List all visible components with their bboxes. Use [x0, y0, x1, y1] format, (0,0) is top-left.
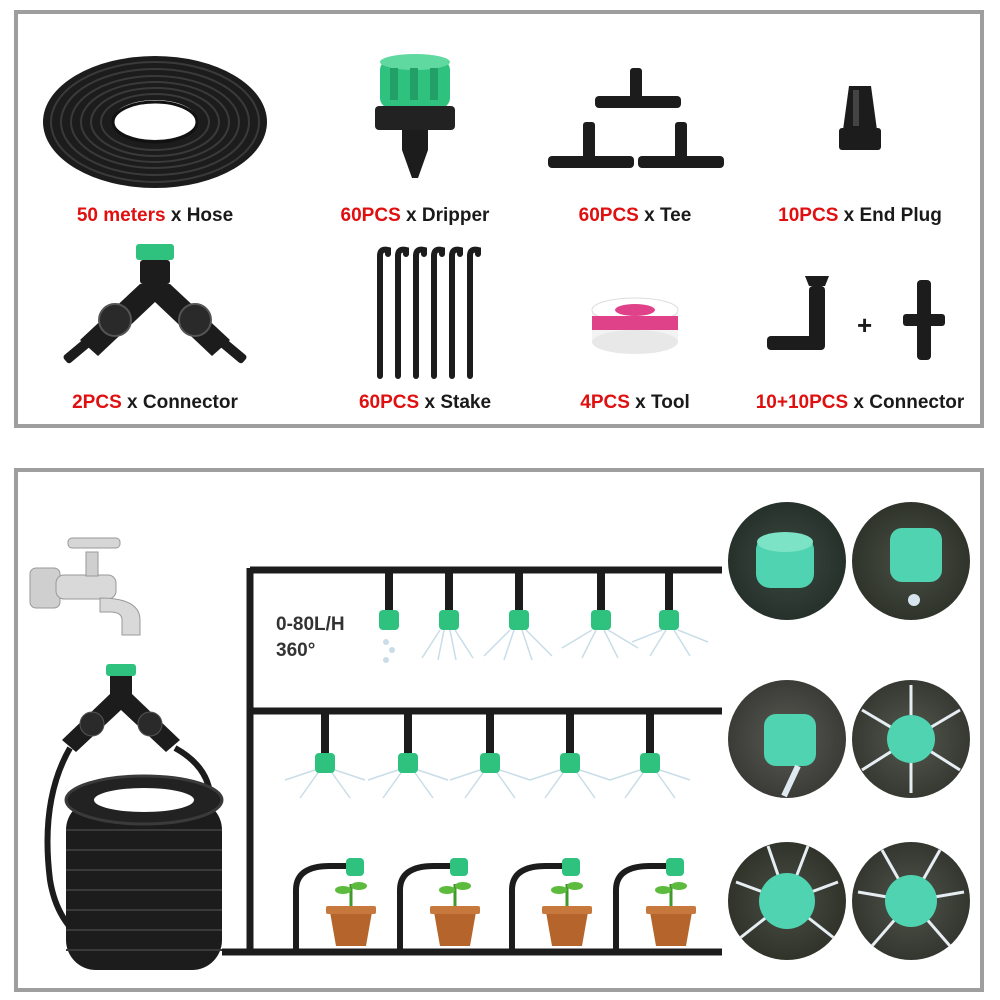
dripper-closeup-photo-1 — [728, 502, 846, 620]
kit-item-tool: 4PCS x Tool — [520, 240, 750, 420]
dripper-closeup-photo-3 — [728, 680, 846, 798]
dripper-row-2 — [284, 711, 691, 799]
kit-caption-tee: 60PCS x Tee — [578, 205, 692, 226]
kit-item-dripper: 60PCS x Dripper — [300, 50, 530, 240]
kit-caption-dripper: 60PCS x Dripper — [340, 205, 490, 226]
flow-rate-value: 0-80L/H — [276, 614, 345, 635]
flow-rate-label: 0-80L/H 360° — [276, 612, 345, 664]
dripper-closeup-photo-6 — [852, 842, 970, 960]
pot-icon — [326, 882, 376, 946]
pot-icon — [542, 882, 592, 946]
pot-icon — [430, 882, 480, 946]
kit-caption-end-plug: 10PCS x End Plug — [778, 205, 942, 226]
kit-caption-tool: 4PCS x Tool — [580, 392, 690, 413]
kit-caption-stake: 60PCS x Stake — [358, 392, 492, 413]
svg-text:+: + — [857, 310, 872, 340]
kit-item-elbow-connector: + 10+10PCS x Connector — [745, 240, 975, 420]
dripper-row-1 — [379, 570, 709, 663]
stake-icon — [377, 246, 481, 379]
kit-item-tee: 60PCS x Tee — [520, 50, 750, 240]
elbow-straight-connector-icon: + — [767, 276, 945, 360]
hose-coil-diagram-icon — [64, 774, 224, 970]
faucet-icon — [29, 537, 141, 636]
thread-tape-icon — [591, 297, 679, 354]
dripper-closeup-photo-5 — [728, 842, 846, 960]
dripper-closeup-photo-4 — [852, 680, 970, 798]
kit-caption-elbow-connector: 10+10PCS x Connector — [755, 392, 965, 413]
tee-connector-icon — [548, 68, 724, 168]
end-plug-icon — [839, 86, 881, 150]
hose-coil-icon — [43, 56, 267, 188]
dripper-closeup-photo-2 — [852, 502, 970, 620]
kit-item-end-plug: 10PCS x End Plug — [745, 50, 975, 240]
pot-icon — [646, 882, 696, 946]
potted-plant-row — [293, 858, 696, 952]
kit-caption-hose: 50 meters x Hose — [76, 205, 234, 226]
spray-angle-value: 360° — [276, 640, 316, 661]
kit-item-y-connector: 2PCS x Connector — [40, 240, 270, 420]
y-splitter-icon — [63, 244, 247, 364]
dripper-icon — [375, 54, 455, 178]
kit-item-stake: 60PCS x Stake — [310, 240, 540, 420]
kit-item-hose: 50 meters x Hose — [40, 50, 270, 240]
kit-caption-y-connector: 2PCS x Connector — [72, 392, 238, 413]
y-splitter-diagram-icon — [62, 664, 180, 752]
